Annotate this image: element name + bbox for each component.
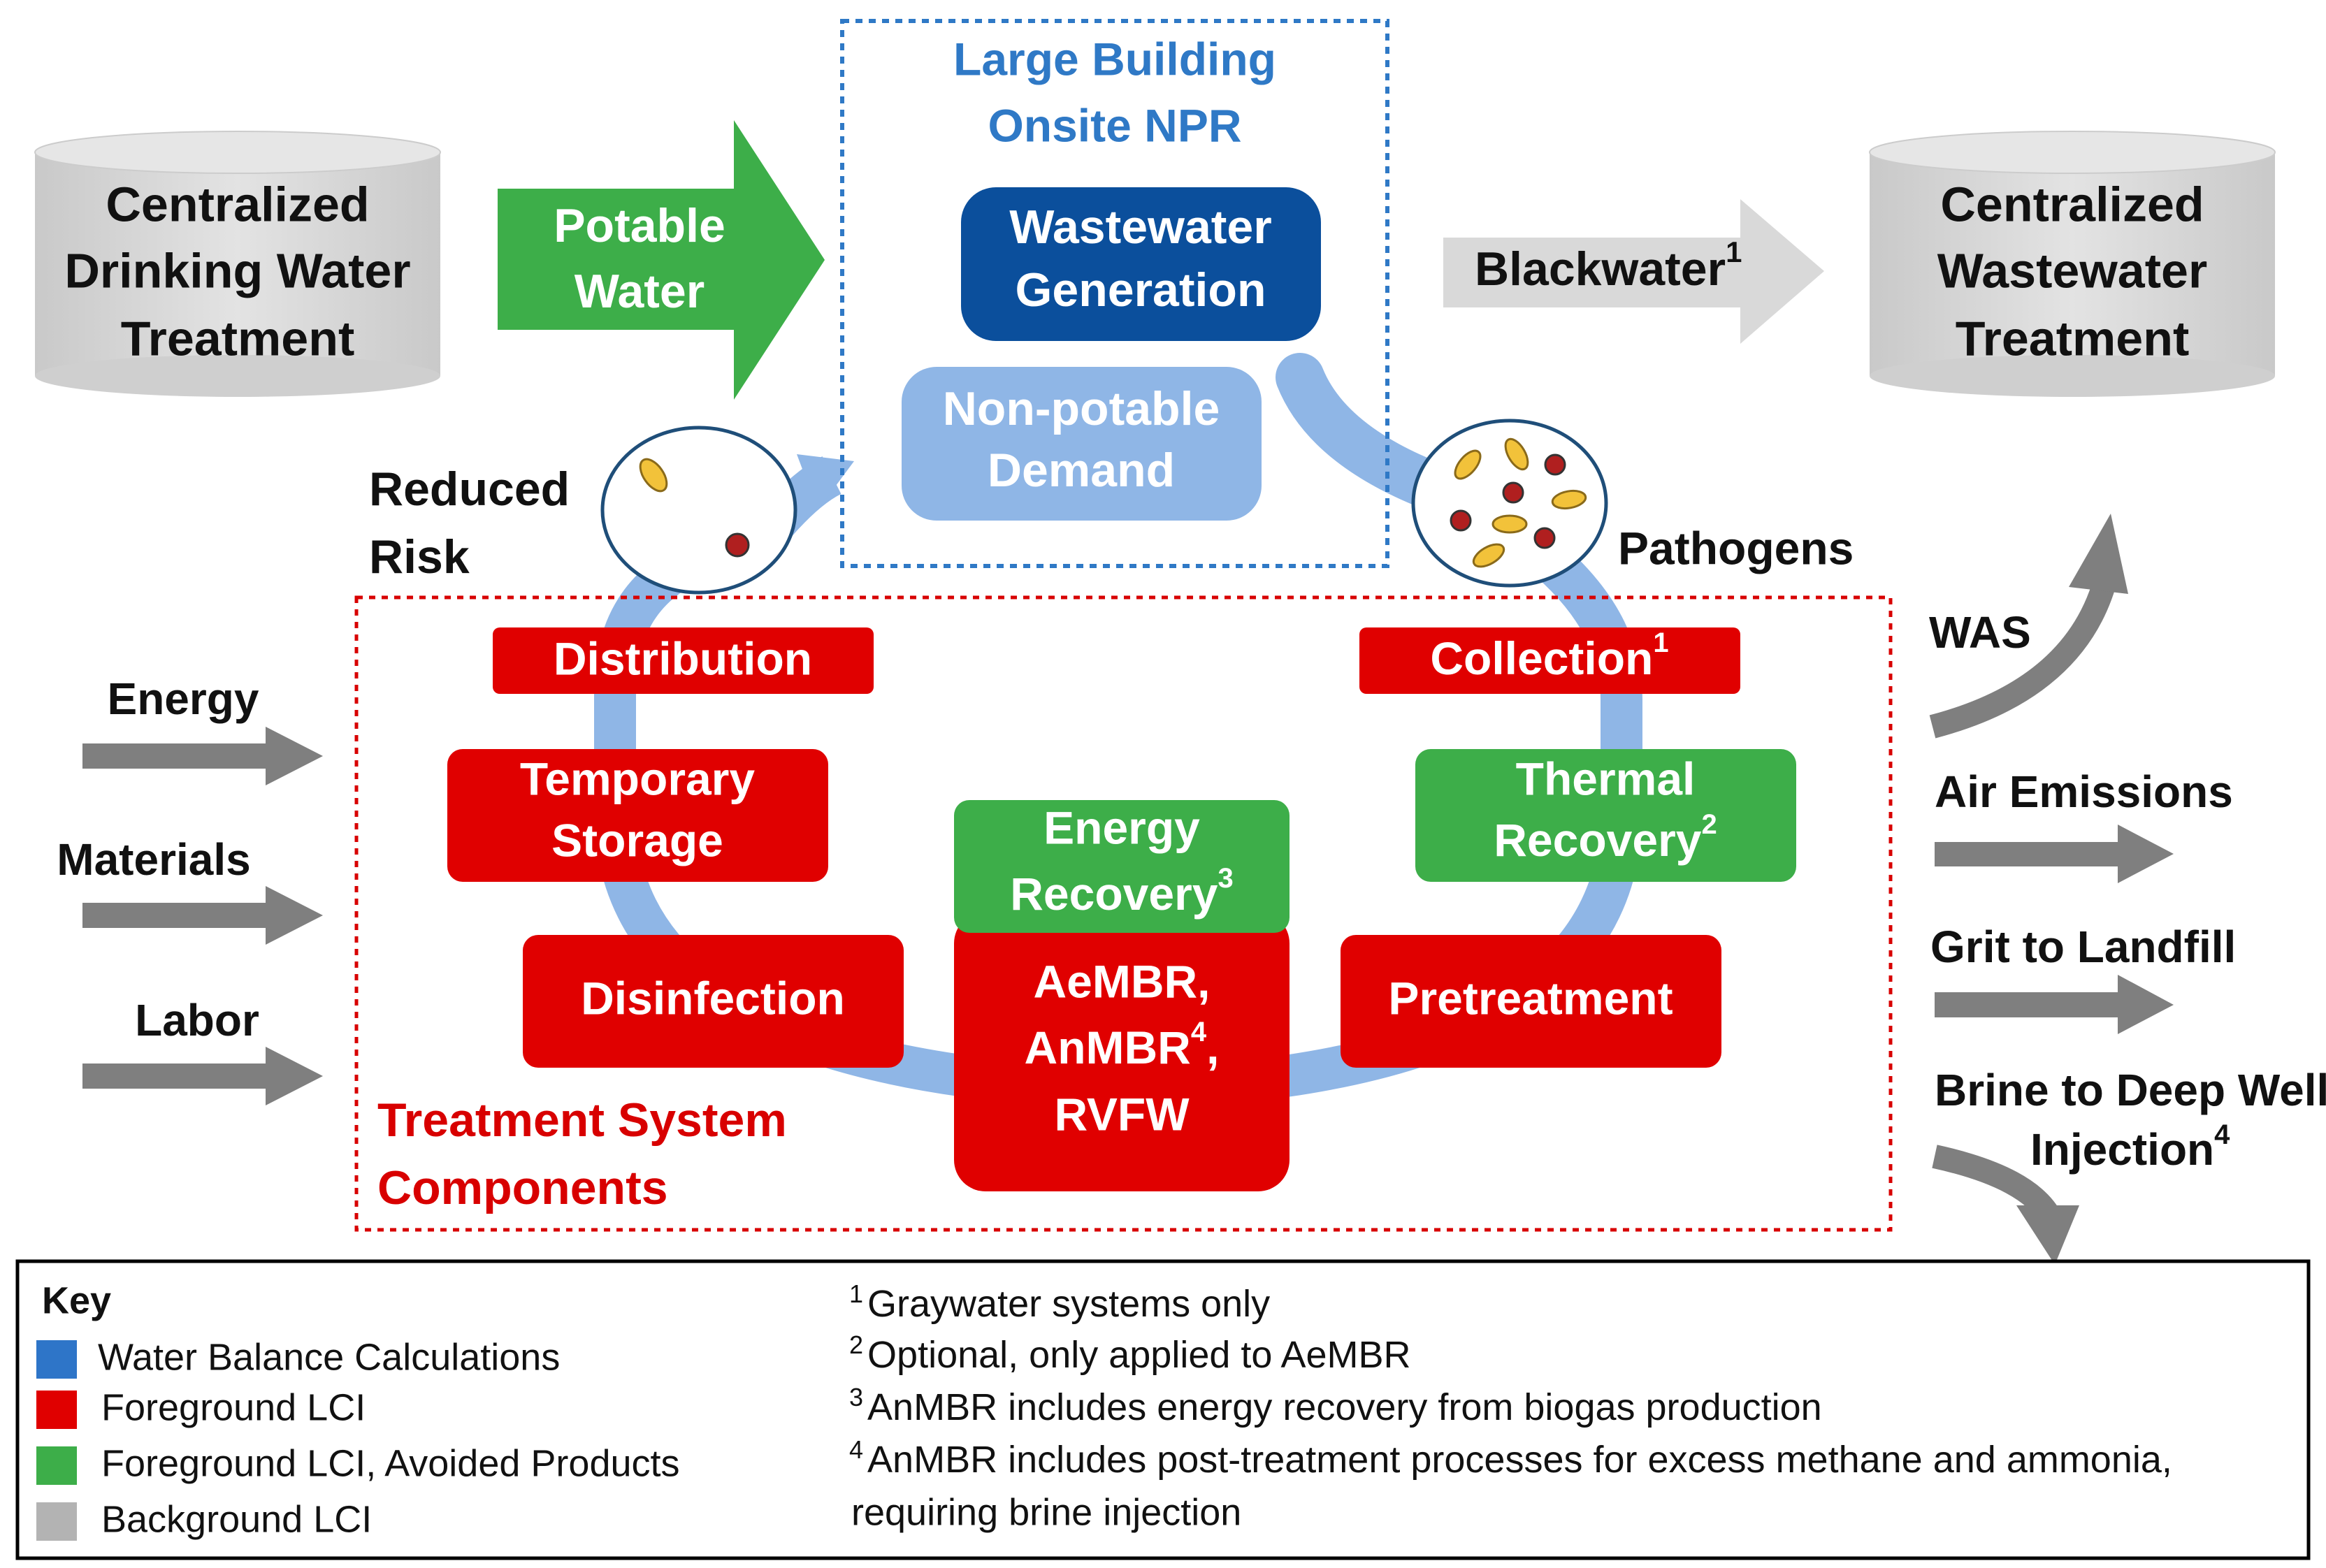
treatment-system-title-line2: Components [377, 1161, 668, 1214]
pathogens-label: Pathogens [1618, 522, 1854, 574]
input-labor-arrow [82, 1047, 323, 1105]
distribution-label: Distribution [554, 632, 812, 684]
potable-water-line2: Water [575, 265, 705, 318]
membrane-box [954, 912, 1290, 1191]
reduced-risk-dish-icon [600, 426, 797, 595]
output-brine-line2: Injection4 [2030, 1119, 2230, 1175]
blackwater-arrow [1443, 199, 1824, 344]
npr-title-line1: Large Building [953, 33, 1276, 85]
wastewater-generation-line2: Generation [1016, 263, 1266, 317]
output-brine-arrowhead-icon [2016, 1205, 2079, 1265]
treatment-system-title-line1: Treatment System [377, 1094, 787, 1147]
input-materials-arrow [82, 886, 323, 945]
energy-recovery-box [954, 800, 1290, 933]
pretreatment-label: Pretreatment [1388, 972, 1673, 1024]
loop-arrowhead-icon [797, 454, 854, 510]
thermal-recovery-line2: Recovery2 [1494, 809, 1717, 866]
disinfection-label: Disinfection [581, 972, 845, 1024]
key-item-1: Water Balance Calculations [98, 1336, 560, 1378]
temporary-storage-line1: Temporary [520, 753, 756, 804]
drinking-water-line3: Treatment [121, 311, 355, 365]
output-grit-arrow [1935, 975, 2174, 1034]
output-air-arrow [1935, 825, 2174, 883]
temporary-storage-box [447, 749, 828, 882]
nonpotable-demand-line1: Non-potable [943, 382, 1220, 435]
key-swatch-green [36, 1446, 77, 1485]
energy-recovery-line2: Recovery3 [1010, 863, 1233, 920]
collection-box [1359, 627, 1740, 694]
potable-water-arrow [498, 120, 825, 400]
collection-label: Collection1 [1430, 627, 1668, 685]
drinking-water-line2: Drinking Water [64, 243, 410, 298]
key-note-4-continued: requiring brine injection [851, 1491, 1241, 1533]
output-brine-line1: Brine to Deep Well [1935, 1065, 2326, 1115]
input-energy-label: Energy [108, 674, 259, 724]
membrane-line2: AnMBR4, [1025, 1017, 1220, 1074]
pathogens-dish-icon [1411, 419, 1608, 588]
key-item-4: Background LCI [101, 1498, 372, 1540]
drinking-water-line1: Centralized [106, 177, 369, 231]
output-was-label: WAS [1929, 607, 2031, 658]
blackwater-label: Blackwater1 [1475, 235, 1742, 296]
drinking-water-cylinder [34, 131, 441, 397]
output-was-arrowhead-icon [2069, 514, 2128, 594]
npr-title-line2: Onsite NPR [988, 99, 1241, 151]
pretreatment-box [1341, 935, 1721, 1068]
key-swatch-gray [36, 1502, 77, 1541]
key-item-2: Foreground LCI [101, 1386, 366, 1428]
wastewater-generation-box [961, 187, 1321, 341]
nonpotable-demand-box [902, 367, 1262, 521]
input-labor-label: Labor [135, 995, 259, 1045]
input-materials-label: Materials [57, 834, 250, 885]
thermal-recovery-box [1415, 749, 1796, 882]
reduced-risk-line2: Risk [369, 530, 470, 583]
disinfection-box [523, 935, 904, 1068]
thermal-recovery-line1: Thermal [1516, 753, 1696, 804]
output-air-label: Air Emissions [1935, 767, 2233, 817]
npr-boundary [840, 19, 1389, 568]
nonpotable-demand-line2: Demand [988, 444, 1175, 497]
key-title: Key [42, 1279, 111, 1321]
key-swatch-blue [36, 1340, 77, 1379]
key-box [15, 1259, 2311, 1560]
membrane-line1: AeMBR, [1033, 955, 1210, 1007]
energy-recovery-line1: Energy [1043, 801, 1200, 853]
wastewater-line2: Wastewater [1937, 243, 2207, 298]
key-item-3: Foreground LCI, Avoided Products [101, 1442, 680, 1484]
key-swatch-red [36, 1391, 77, 1429]
wastewater-line3: Treatment [1956, 311, 2190, 365]
membrane-line3: RVFW [1054, 1088, 1190, 1140]
reduced-risk-line1: Reduced [369, 463, 570, 516]
output-grit-label: Grit to Landfill [1930, 922, 2236, 972]
wastewater-generation-line1: Wastewater [1009, 201, 1271, 254]
treatment-system-boundary [354, 595, 1893, 1232]
wastewater-cylinder [1869, 131, 2276, 397]
potable-water-line1: Potable [554, 199, 725, 252]
distribution-box [493, 627, 874, 694]
wastewater-line1: Centralized [1940, 177, 2204, 231]
input-energy-arrow [82, 727, 323, 785]
temporary-storage-line2: Storage [551, 814, 723, 866]
